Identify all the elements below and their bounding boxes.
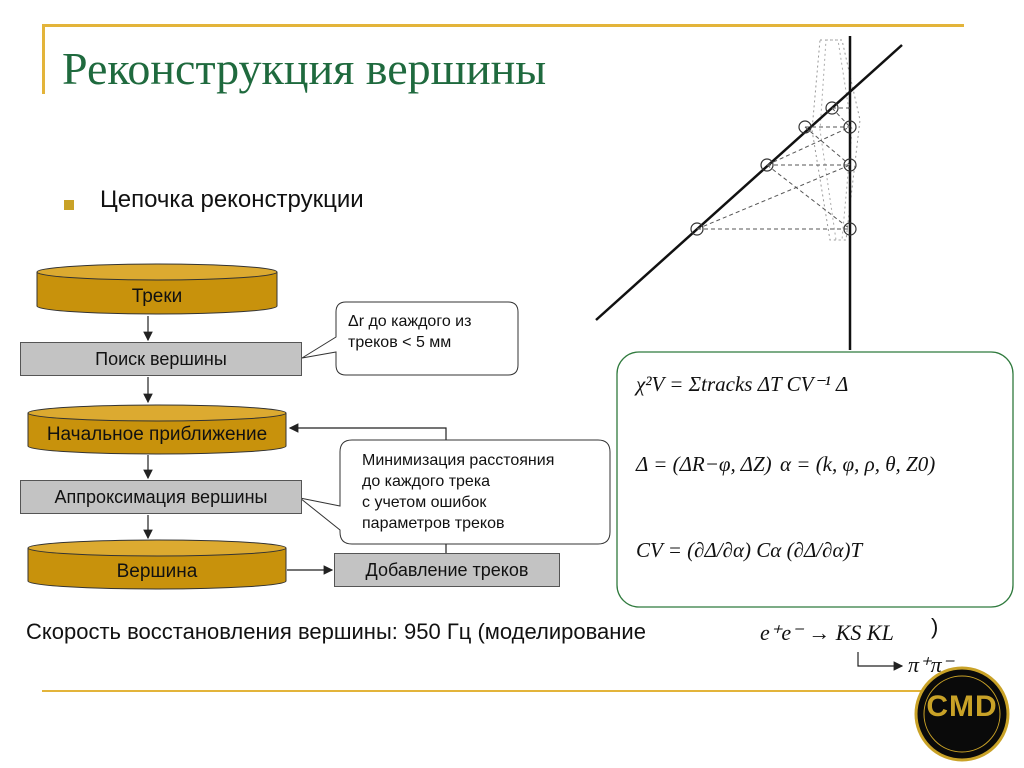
box-vertex-fit: Аппроксимация вершины [20,480,302,514]
callout-minimization-text: Минимизация расстояния до каждого трека … [362,450,554,534]
box-add-tracks: Добавление треков [334,553,560,587]
label-initial-approx: Начальное приближение [46,424,268,445]
disk-tracks [36,263,278,315]
callout-min-line: с учетом ошибок [362,494,487,511]
disk-vertex [27,539,287,590]
bullet-text: Цепочка реконструкции [100,186,364,213]
formula-chi2: χ²V = Σtracks ΔT CV⁻¹ Δ [636,372,849,396]
decay-products: π⁺π⁻ [908,652,954,677]
bullet-marker [64,200,74,210]
label-vertex: Вершина [116,561,198,582]
disk-initial-approx [27,404,287,455]
label-tracks: Треки [131,286,183,307]
callout-dr-line: треков < 5 мм [348,334,452,351]
callout-min-line: параметров треков [362,515,505,532]
box-vertex-search: Поиск вершины [20,342,302,376]
callout-min-line: Минимизация расстояния [362,452,555,469]
slide-title: Реконструкция вершины [62,43,547,94]
cmd-logo-icon [914,666,1010,762]
callout-dr-box [301,301,519,376]
callout-dr-line: Δr до каждого из [348,313,472,330]
track-diagram [595,36,903,350]
callout-dr-text: Δr до каждого из треков < 5 мм [348,311,471,353]
speed-text: Скорость восстановления вершины: 950 Гц … [26,619,646,644]
formula-cv: CV = (∂Δ/∂α) Cα (∂Δ/∂α)T [636,538,863,562]
reaction-formula: e⁺e⁻ → KS KL [760,620,894,645]
formula-delta: Δ = (ΔR−φ, ΔZ) [636,452,772,476]
logo-text: CMD [926,690,998,723]
decay-arrow [857,652,904,671]
callout-minimization-box [299,439,611,545]
frame-left-line [42,24,45,94]
frame-bottom-line [42,690,964,692]
formula-box [616,351,1014,608]
frame-top-line [42,24,964,27]
formula-alpha: α = (k, φ, ρ, θ, Z0) [780,452,936,476]
callout-min-line: до каждого трека [362,473,491,490]
reaction-close-paren: ) [931,614,939,639]
